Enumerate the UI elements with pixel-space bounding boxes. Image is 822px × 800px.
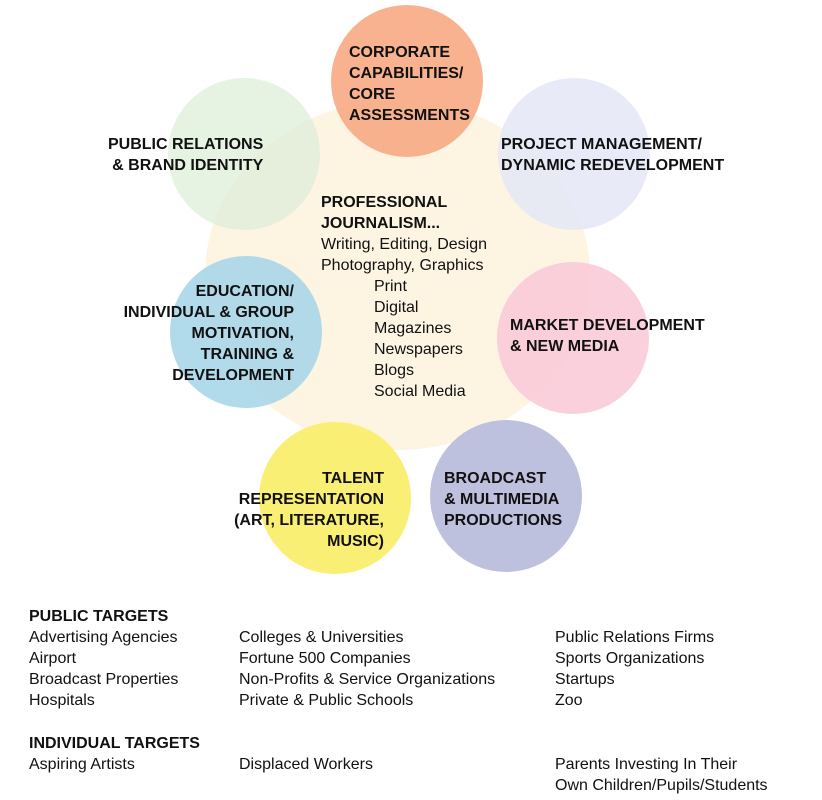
public-targets: PUBLIC TARGETS Advertising Agencies Airp…: [29, 606, 809, 716]
center-subtitle: Writing, Editing, Design Photography, Gr…: [321, 236, 487, 274]
individual-targets-col2: Displaced Workers: [239, 754, 373, 775]
media-item: Newspapers: [374, 341, 463, 358]
media-item: Print: [374, 278, 407, 295]
list-item: Startups: [555, 671, 615, 688]
talent-circle: [259, 422, 411, 574]
individual-targets-heading: INDIVIDUAL TARGETS: [29, 735, 200, 752]
public-targets-col2: Colleges & Universities Fortune 500 Comp…: [239, 627, 495, 711]
list-item: Own Children/Pupils/Students: [555, 777, 768, 794]
list-item: Aspiring Artists: [29, 756, 135, 773]
list-item: Private & Public Schools: [239, 692, 414, 709]
media-list: Print Digital Magazines Newspapers Blogs…: [321, 276, 487, 402]
list-item: Displaced Workers: [239, 756, 373, 773]
center-text: PROFESSIONAL JOURNALISM... Writing, Edit…: [321, 192, 487, 402]
corporate-circle: [331, 5, 483, 157]
media-item: Blogs: [374, 362, 415, 379]
center-title: PROFESSIONAL JOURNALISM...: [321, 194, 448, 232]
education-label: EDUCATION/ INDIVIDUAL & GROUP MOTIVATION…: [123, 283, 294, 384]
public-relations-circle: [168, 78, 320, 230]
list-item: Non-Profits & Service Organizations: [239, 671, 496, 688]
list-item: Parents Investing In Their: [555, 756, 738, 773]
media-item: Digital: [374, 299, 419, 316]
market-circle: [497, 262, 649, 414]
list-item: Fortune 500 Companies: [239, 650, 411, 667]
list-item: Colleges & Universities: [239, 629, 404, 646]
list-item: Broadcast Properties: [29, 671, 179, 688]
broadcast-circle: [430, 420, 582, 572]
list-item: Hospitals: [29, 692, 95, 709]
list-item: Airport: [29, 650, 77, 667]
individual-targets: INDIVIDUAL TARGETS Aspiring Artists Disp…: [29, 733, 809, 797]
individual-targets-col3: Parents Investing In Their Own Children/…: [555, 754, 768, 796]
public-relations-label: PUBLIC RELATIONS & BRAND IDENTITY: [108, 136, 264, 174]
public-targets-col3: Public Relations Firms Sports Organizati…: [555, 627, 714, 711]
project-circle: [498, 78, 650, 230]
media-item: Social Media: [374, 383, 466, 400]
list-item: Sports Organizations: [555, 650, 705, 667]
project-label: PROJECT MANAGEMENT/ DYNAMIC REDEVELOPMEN…: [501, 136, 725, 174]
public-targets-heading: PUBLIC TARGETS: [29, 608, 169, 625]
broadcast-label: BROADCAST & MULTIMEDIA PRODUCTIONS: [444, 470, 563, 529]
education-circle: [170, 256, 322, 408]
media-item: Magazines: [374, 320, 452, 337]
talent-label: TALENT REPRESENTATION (ART, LITERATURE, …: [234, 470, 384, 550]
list-item: Advertising Agencies: [29, 629, 178, 646]
market-label: MARKET DEVELOPMENT & NEW MEDIA: [510, 317, 705, 355]
list-item: Zoo: [555, 692, 583, 709]
corporate-label: CORPORATE CAPABILITIES/ CORE ASSESSMENTS: [349, 44, 470, 124]
list-item: Public Relations Firms: [555, 629, 715, 646]
public-targets-col1: Advertising Agencies Airport Broadcast P…: [29, 627, 178, 711]
individual-targets-col1: Aspiring Artists: [29, 754, 135, 775]
